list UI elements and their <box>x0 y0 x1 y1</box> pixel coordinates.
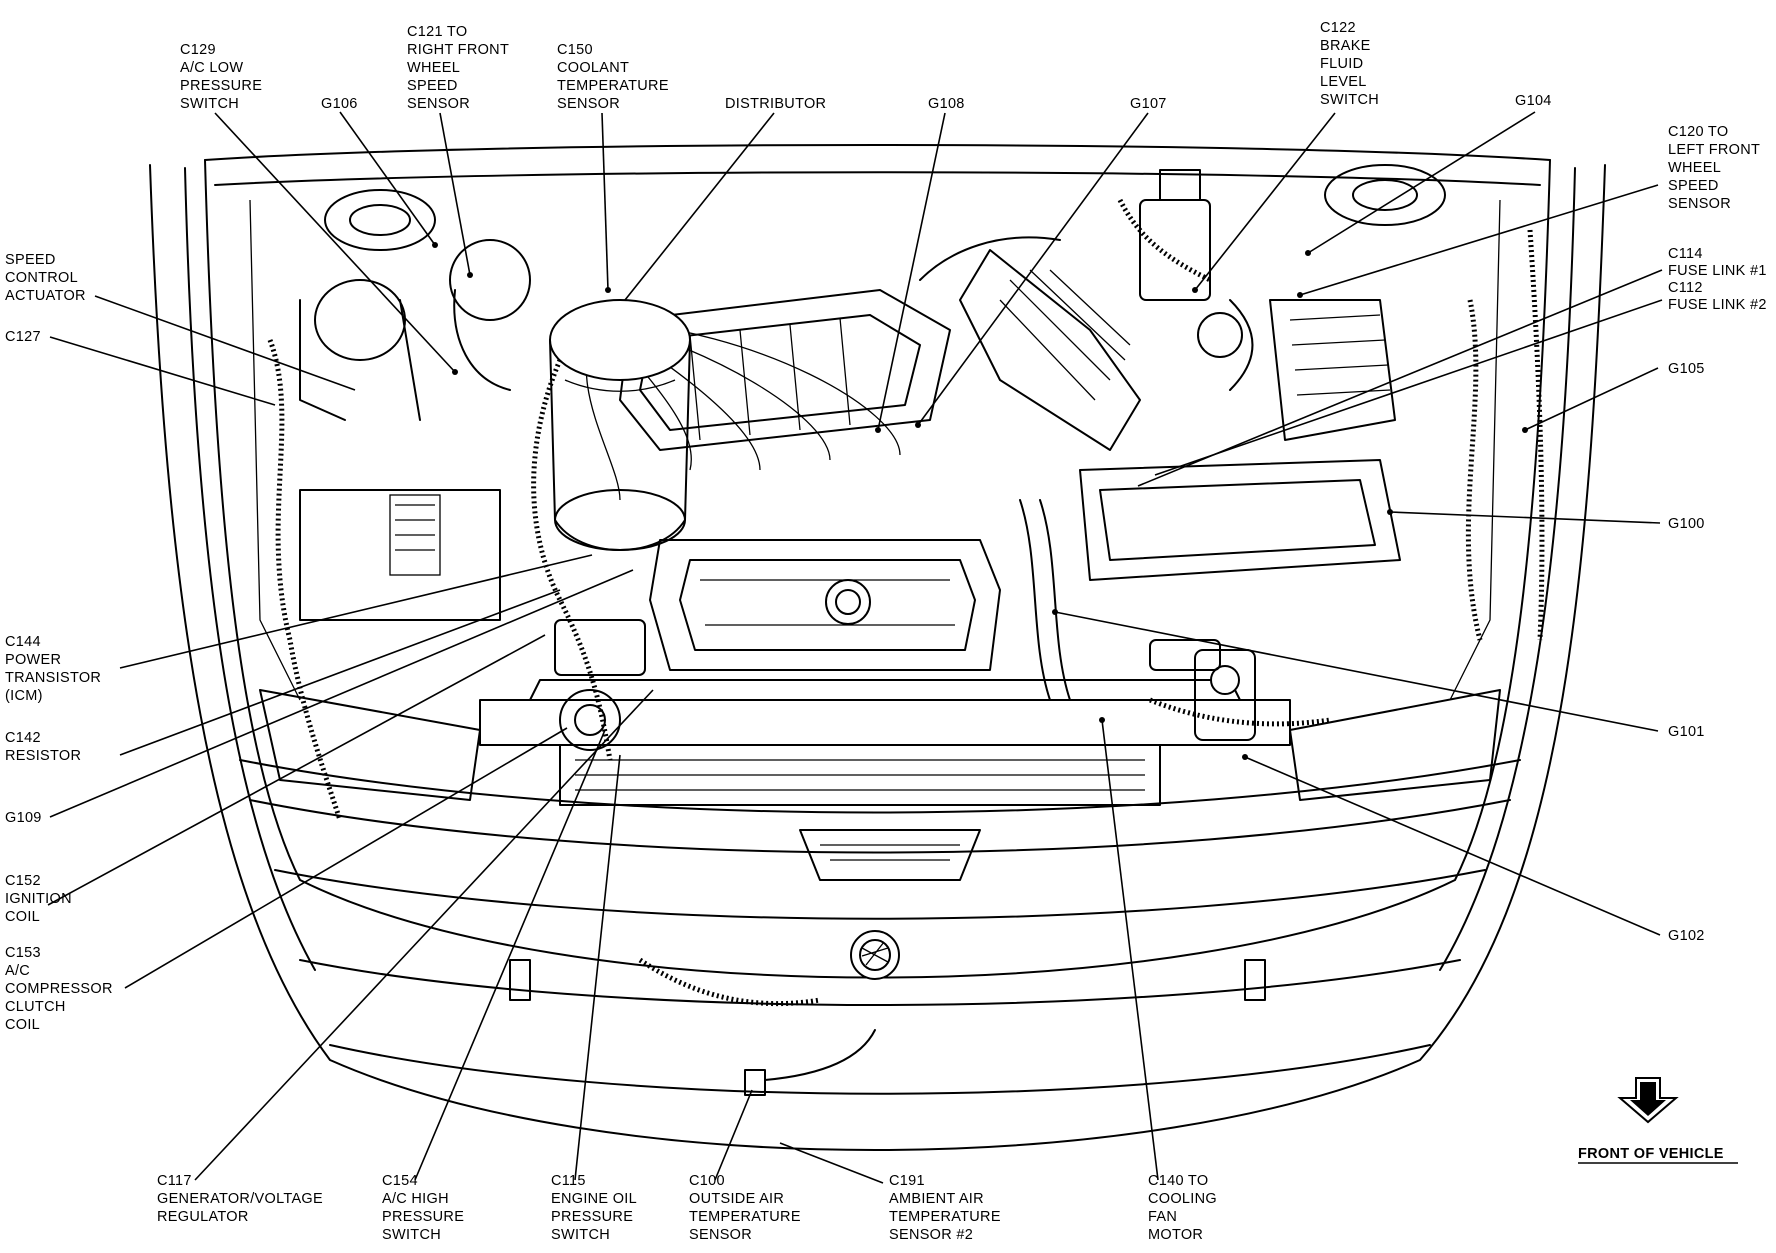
label-c120: C120 TO LEFT FRONT WHEEL SPEED SENSOR <box>1668 124 1764 212</box>
label-c144: C144 POWER TRANSISTOR (ICM) <box>5 634 106 704</box>
label-g101: G101 <box>1668 724 1705 740</box>
label-c150: C150 COOLANT TEMPERATURE SENSOR <box>557 42 673 112</box>
label-g100: G100 <box>1668 516 1705 532</box>
label-speed-control-actuator: SPEED CONTROL ACTUATOR <box>5 252 86 304</box>
label-c100: C100 OUTSIDE AIR TEMPERATURE SENSOR <box>689 1173 805 1243</box>
label-c152: C152 IGNITION COIL <box>5 873 76 925</box>
label-g109: G109 <box>5 810 42 826</box>
leader-lines <box>47 111 1663 1184</box>
label-g106: G106 <box>321 96 358 112</box>
leader-dots <box>432 242 1528 760</box>
front-arrow-icon <box>1617 1077 1679 1124</box>
label-c153: C153 A/C COMPRESSOR CLUTCH COIL <box>5 945 117 1033</box>
grille-emblem-icon <box>850 930 900 980</box>
engine-artwork <box>149 144 1606 1151</box>
label-g105: G105 <box>1668 361 1705 377</box>
front-of-vehicle-label: FRONT OF VEHICLE <box>1578 1146 1724 1162</box>
label-g107: G107 <box>1130 96 1167 112</box>
label-c154: C154 A/C HIGH PRESSURE SWITCH <box>382 1173 469 1243</box>
callout-labels: C129 A/C LOW PRESSURE SWITCH G106 C121 T… <box>5 20 1767 1243</box>
label-c115: C115 ENGINE OIL PRESSURE SWITCH <box>551 1173 641 1243</box>
label-c142: C142 RESISTOR <box>5 730 81 764</box>
front-of-vehicle-indicator: FRONT OF VEHICLE <box>1578 1077 1738 1164</box>
label-c117: C117 GENERATOR/VOLTAGE REGULATOR <box>157 1173 327 1225</box>
label-c140: C140 TO COOLING FAN MOTOR <box>1148 1173 1221 1243</box>
label-g102: G102 <box>1668 928 1705 944</box>
label-c114: C114 FUSE LINK #1 <box>1668 246 1767 279</box>
label-c122: C122 BRAKE FLUID LEVEL SWITCH <box>1320 20 1379 108</box>
label-c112: C112 FUSE LINK #2 <box>1668 280 1767 313</box>
label-g108: G108 <box>928 96 965 112</box>
label-c191: C191 AMBIENT AIR TEMPERATURE SENSOR #2 <box>889 1173 1005 1243</box>
label-distributor: DISTRIBUTOR <box>725 96 826 112</box>
label-c129: C129 A/C LOW PRESSURE SWITCH <box>180 42 267 112</box>
label-c127: C127 <box>5 329 41 345</box>
label-c121: C121 TO RIGHT FRONT WHEEL SPEED SENSOR <box>407 24 513 112</box>
label-g104: G104 <box>1515 93 1552 109</box>
